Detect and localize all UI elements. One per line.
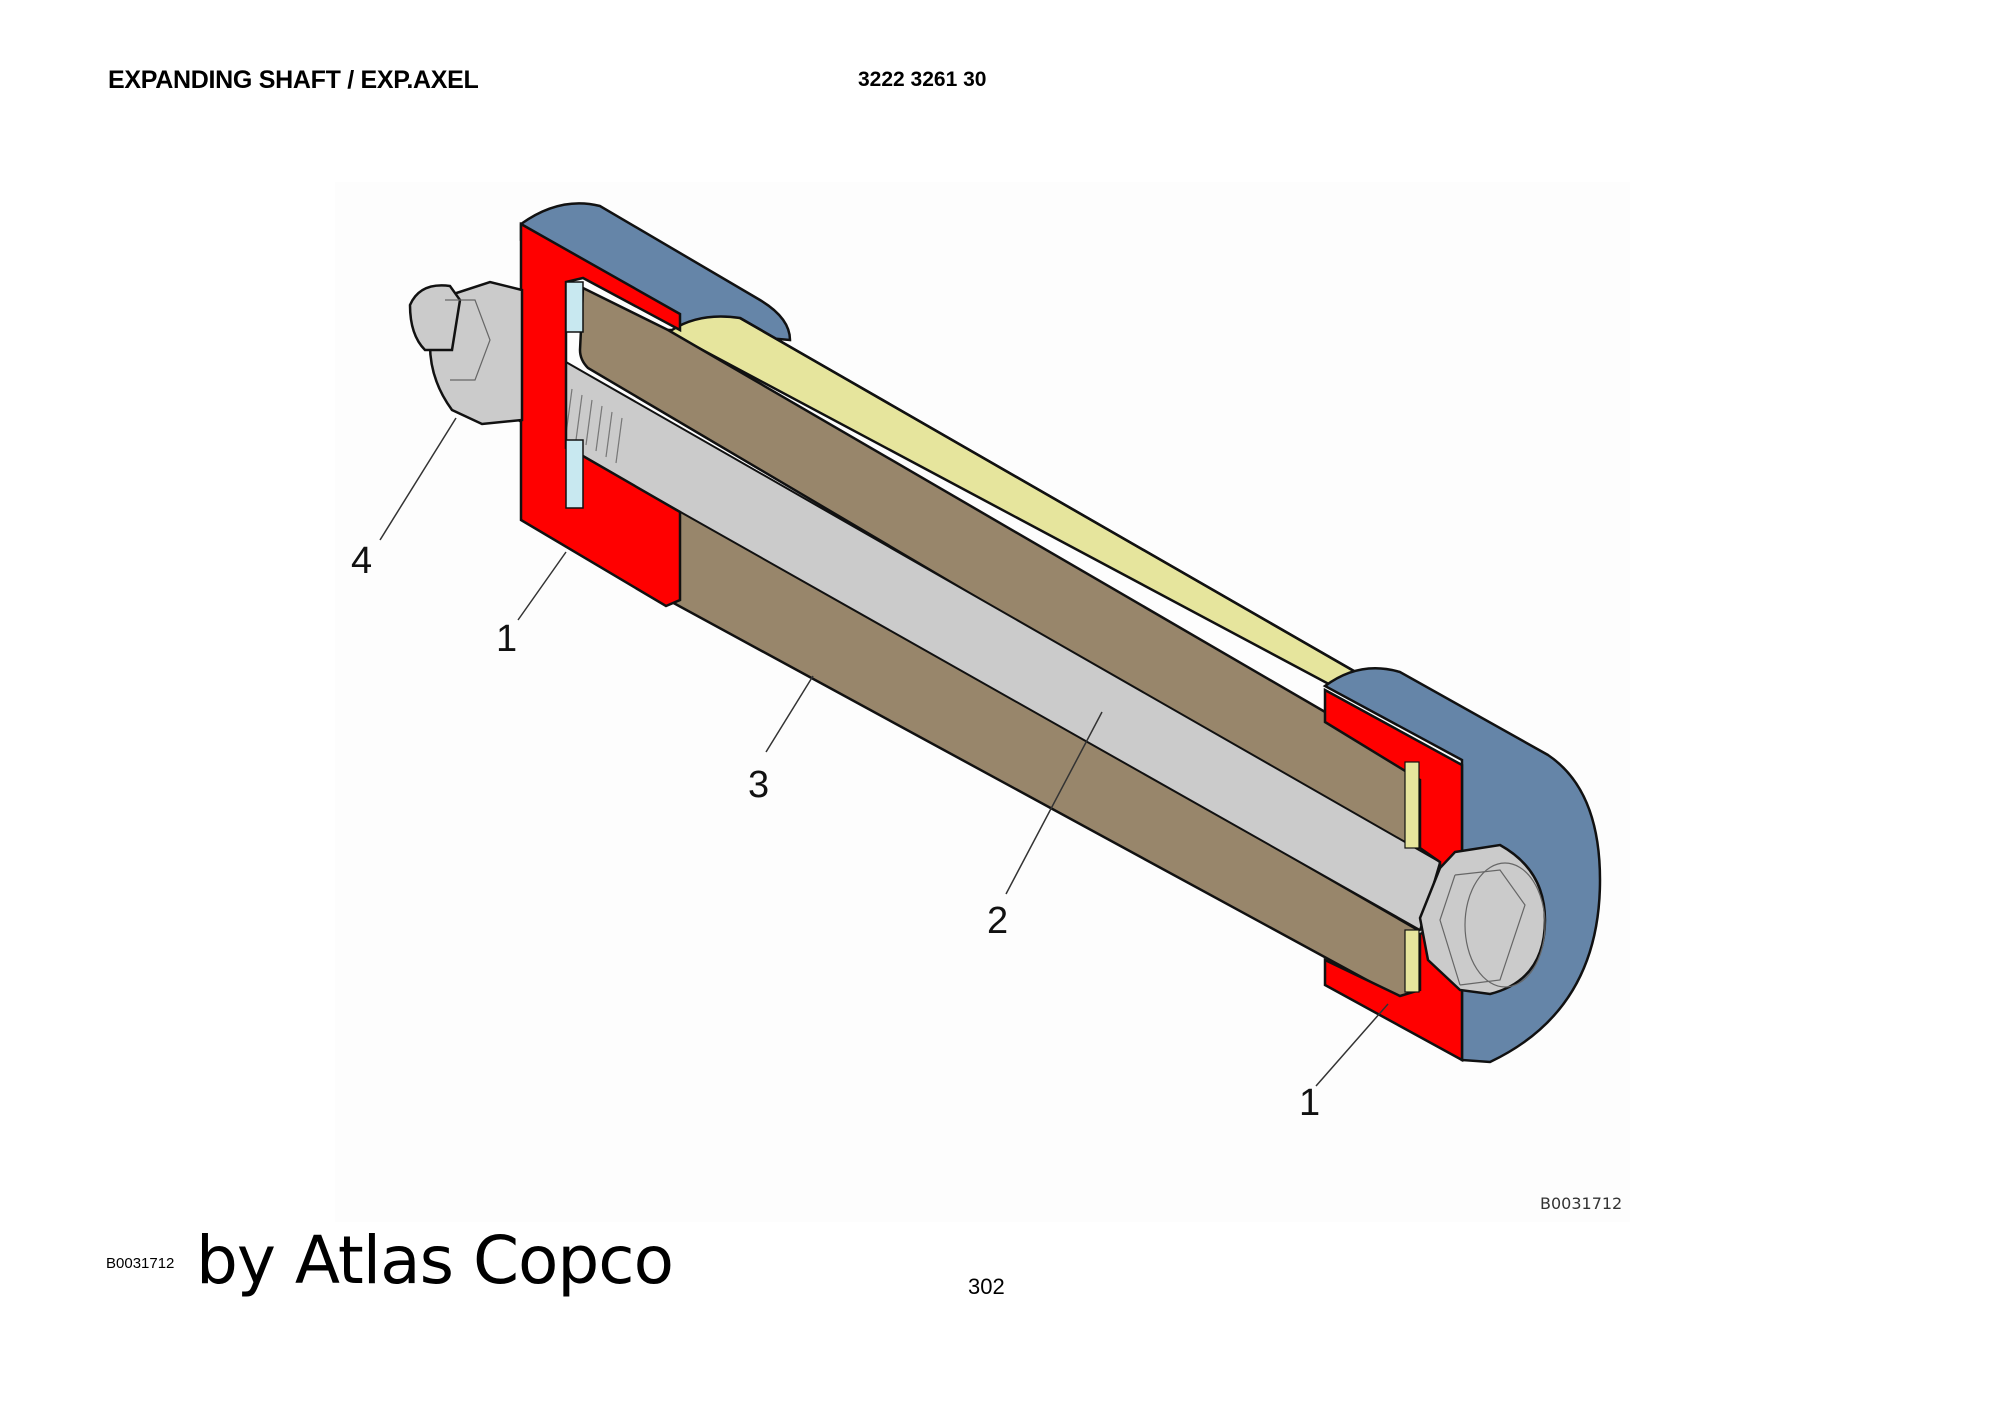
callout-1-right: 1 [1299,1082,1321,1124]
leader-4 [379,417,457,541]
brand-watermark: by Atlas Copco [196,1222,674,1299]
expanding-shaft-drawing [379,202,1602,1087]
callout-3: 3 [748,764,770,806]
leader-2 [1005,711,1103,895]
callout-4: 4 [351,540,373,582]
leader-1-left [517,551,567,621]
bolt-shank [498,328,1442,932]
callout-1-left: 1 [496,618,518,660]
page-title: EXPANDING SHAFT / EXP.AXEL [108,66,479,94]
gap-right-bottom [1404,929,1420,993]
bolt-end [408,284,462,352]
part-number: 3222 3261 30 [858,68,987,91]
leader-lines [379,417,1389,1087]
leader-1-right [1315,1003,1389,1087]
end-cap-right-section [1323,687,1464,1063]
end-cap-left-body [519,202,792,342]
gap-left-bottom [565,439,584,509]
callout-2: 2 [987,900,1009,942]
exploded-illustration: 4 1 3 2 1 [335,182,1630,1222]
gap-right-top [1404,761,1420,849]
footer-code: B0031712 [106,1255,175,1272]
page-number: 302 [968,1274,1005,1299]
gap-left-top [565,281,584,333]
drawing-code: B0031712 [1540,1194,1623,1213]
leader-3 [765,675,814,753]
